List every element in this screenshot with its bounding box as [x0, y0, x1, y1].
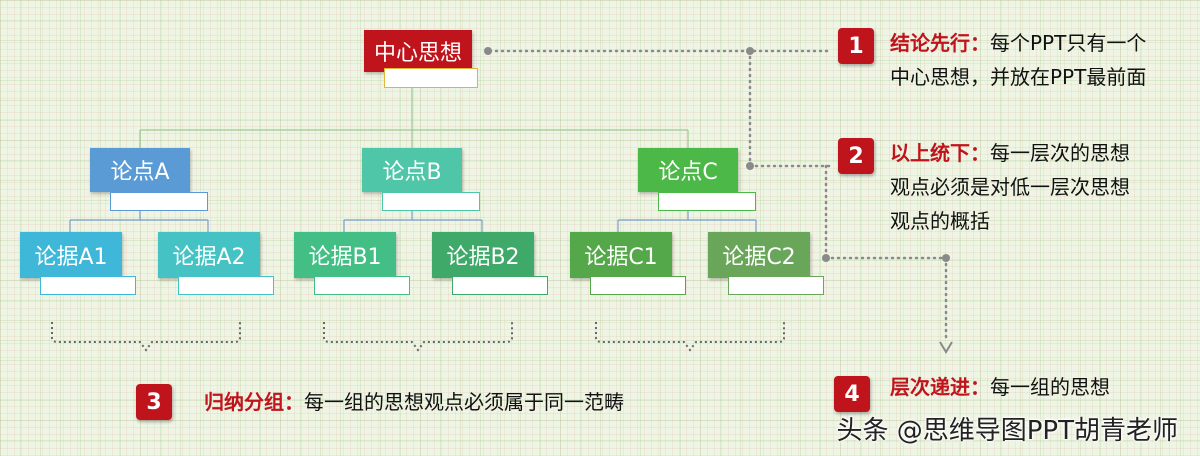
evidence-c1-subtitle-box	[590, 276, 686, 295]
evidence-a2-subtitle-box	[178, 276, 274, 295]
point-b-subtitle-box	[382, 192, 480, 211]
evidence-a1-subtitle-box	[40, 276, 136, 295]
evidence-b2-subtitle-box	[452, 276, 548, 295]
point-a-label: 论点A	[110, 160, 170, 185]
principle-2-number: 2	[848, 143, 864, 169]
principle-4-badge: 4	[834, 376, 870, 412]
principle-3-title: 归纳分组：	[204, 390, 304, 414]
principle-1-number: 1	[848, 33, 864, 59]
evidence-a2-label: 论据A2	[172, 245, 246, 270]
evidence-b1-label: 论据B1	[308, 245, 382, 270]
principle-4-number: 4	[844, 381, 860, 407]
principle-3-number: 3	[146, 389, 162, 415]
root-label: 中心思想	[373, 41, 462, 66]
root-node: 中心思想	[364, 30, 472, 72]
point-b-node: 论点B	[362, 148, 462, 192]
principle-1-desc: 每个PPT只有一个	[990, 31, 1147, 55]
principle-2-badge: 2	[838, 138, 874, 174]
point-a-subtitle-box	[110, 192, 208, 211]
point-c-label: 论点C	[658, 160, 718, 185]
evidence-b1-subtitle-box	[314, 276, 410, 295]
point-b-label: 论点B	[382, 160, 442, 185]
principle-1-line2: 中心思想，并放在PPT最前面	[890, 65, 1147, 89]
evidence-a2-node: 论据A2	[158, 232, 260, 278]
point-c-subtitle-box	[658, 192, 756, 211]
principle-3-text: 归纳分组：每一组的思想观点必须属于同一范畴	[204, 385, 624, 419]
principle-4-title: 层次递进：	[890, 375, 990, 399]
evidence-c2-label: 论据C2	[722, 245, 796, 270]
evidence-c2-node: 论据C2	[708, 232, 810, 278]
evidence-b2-node: 论据B2	[432, 232, 534, 278]
principle-1-text: 结论先行：每个PPT只有一个 中心思想，并放在PPT最前面	[890, 26, 1146, 94]
principle-2-text: 以上统下：每一层次的思想 观点必须是对低一层次思想 观点的概括	[890, 136, 1130, 238]
evidence-c1-label: 论据C1	[584, 245, 658, 270]
evidence-b1-node: 论据B1	[294, 232, 396, 278]
principle-2-line2: 观点必须是对低一层次思想	[890, 175, 1130, 199]
evidence-a1-label: 论据A1	[34, 245, 108, 270]
evidence-c2-subtitle-box	[728, 276, 824, 295]
principle-4-desc: 每一组的思想	[990, 375, 1110, 399]
principle-2-line3: 观点的概括	[890, 209, 990, 233]
evidence-a1-node: 论据A1	[20, 232, 122, 278]
root-subtitle-box	[384, 68, 478, 88]
point-a-node: 论点A	[90, 148, 190, 192]
evidence-c1-node: 论据C1	[570, 232, 672, 278]
evidence-b2-label: 论据B2	[446, 245, 520, 270]
principle-3-badge: 3	[136, 384, 172, 420]
principle-3-desc: 每一组的思想观点必须属于同一范畴	[304, 390, 624, 414]
principle-2-title: 以上统下：	[890, 141, 990, 165]
principle-1-badge: 1	[838, 28, 874, 64]
principle-2-desc: 每一层次的思想	[990, 141, 1130, 165]
watermark: 头条 @思维导图PPT胡青老师	[836, 416, 1178, 446]
point-c-node: 论点C	[638, 148, 738, 192]
principle-1-title: 结论先行：	[890, 31, 990, 55]
principle-4-text: 层次递进：每一组的思想	[890, 370, 1110, 404]
